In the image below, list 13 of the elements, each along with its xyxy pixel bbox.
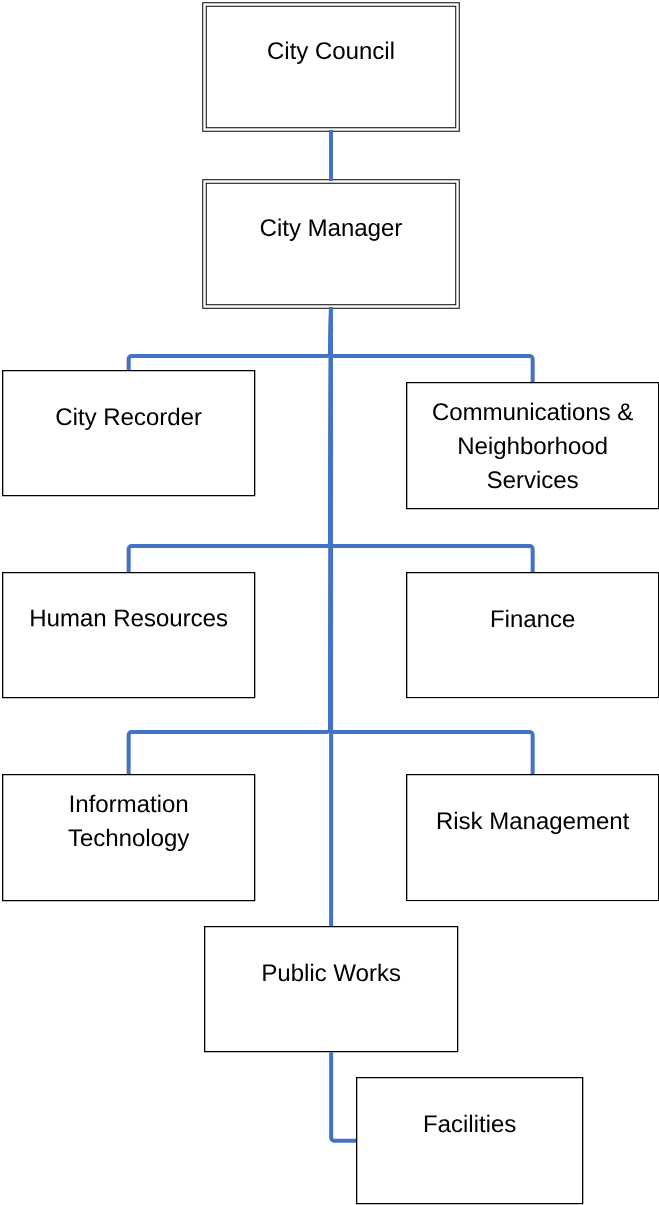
org-box: City Recorder bbox=[2, 370, 256, 497]
org-box: Facilities bbox=[356, 1077, 584, 1205]
org-box: Risk Management bbox=[406, 774, 659, 902]
org-box: City Manager bbox=[202, 179, 460, 309]
org-box: Information Technology bbox=[2, 774, 256, 902]
org-box: Public Works bbox=[204, 926, 459, 1053]
connector-line bbox=[329, 1052, 356, 1143]
org-box: Human Resources bbox=[2, 572, 256, 699]
connector-line bbox=[329, 307, 334, 926]
org-box: Finance bbox=[406, 572, 659, 699]
connector-line bbox=[329, 130, 333, 181]
org-box: City Council bbox=[202, 2, 460, 132]
org-box: Communications & Neighborhood Services bbox=[406, 382, 659, 510]
